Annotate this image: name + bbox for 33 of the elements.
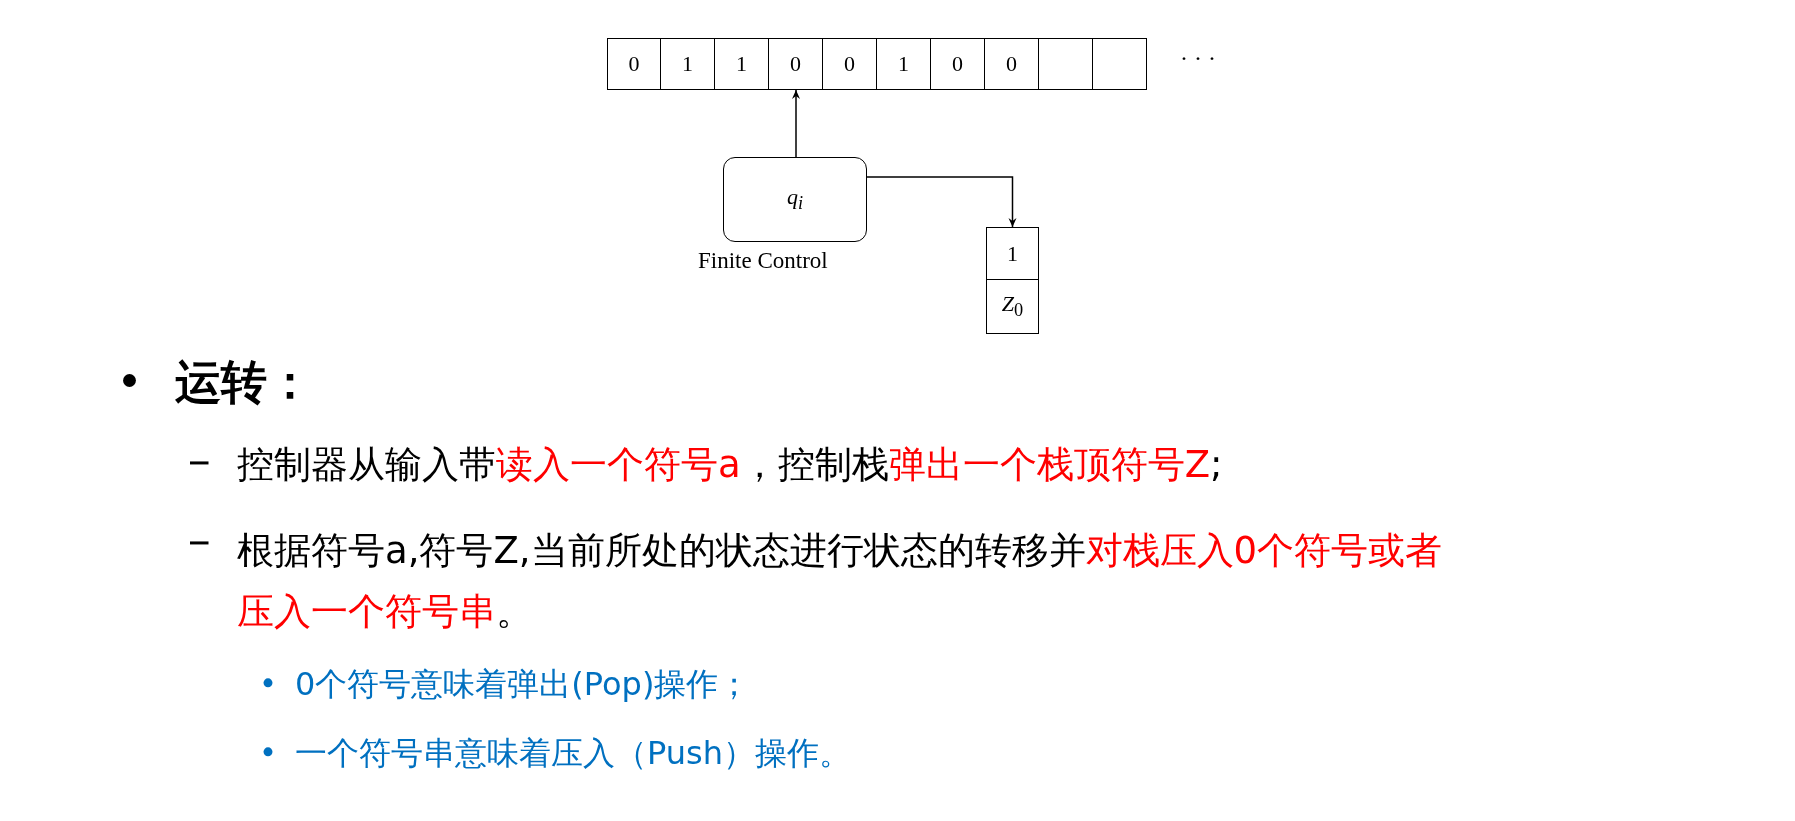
tape-cell [1093,38,1147,90]
cell-symbol: 1 [1007,241,1018,267]
tape-cell [661,38,715,90]
tape-cell [607,38,661,90]
tape-cell [823,38,877,90]
cell-symbol: 0 [790,51,801,77]
tape-cell [769,38,823,90]
cell-symbol: 1 [682,51,693,77]
ellipsis: · · · [1180,45,1216,72]
bullet-text: 根据符号a,符号Z,当前所处的状态进行状态的转移并对栈压入0个符号或者压入一个符号串。 [237,528,1444,636]
cell-symbol: 0 [844,51,855,77]
tape-cell [715,38,769,90]
sub-bullet-text: 0个符号意味着弹出(Pop)操作； [295,664,751,705]
component-caption: Finite Control [698,248,828,274]
tape-cell [1039,38,1093,90]
cell-symbol: Z$_{0}$ [1001,291,1024,322]
tape-cell [931,38,985,90]
stack-cell [986,227,1039,280]
tape-cell [985,38,1039,90]
arrow [866,176,1017,228]
cell-symbol: 0 [628,51,640,77]
section-heading: 运转： [175,354,313,411]
cell-symbol: 0 [952,51,963,77]
finite-control-box [723,157,867,242]
cell-symbol: 0 [1006,51,1017,77]
arrow [792,89,800,158]
tape-cell [877,38,931,90]
sub-bullet-text: 一个符号串意味着压入（Push）操作。 [295,733,851,774]
stack-cell [986,279,1039,334]
cell-symbol: 1 [736,51,747,77]
bullet-text: 控制器从输入带读入一个符号a，控制栈弹出一个栈顶符号Z; [237,442,1223,488]
cell-symbol: q$_{i}$ [786,184,804,215]
cell-symbol: 1 [898,51,909,77]
